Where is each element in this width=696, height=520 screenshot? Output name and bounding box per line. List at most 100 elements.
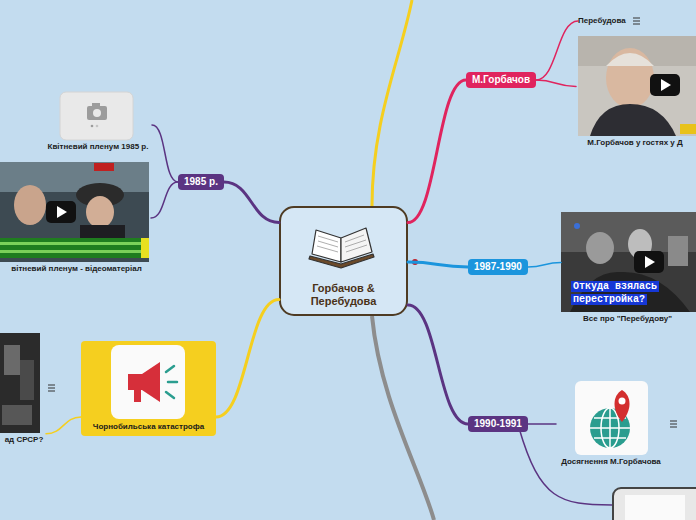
photo-thumbnail [0,333,40,433]
branch-line [372,0,412,206]
branch-label: М.Горбачов [472,74,530,86]
topic-box [128,362,160,402]
photo-thumbnail [20,360,34,400]
image-placeholder [96,125,99,128]
branch-connector [46,417,81,434]
book-icon [309,254,374,268]
node-caption: Все про "Перебудову" [561,314,694,324]
branch-connector [408,305,468,424]
topic-box [134,390,141,402]
cut-image-node [625,495,685,520]
video-thumbnail [0,238,149,258]
node-caption: вітневий пленум - відеоматеріал [2,264,151,274]
video-thumbnail [645,256,655,268]
video-thumbnail [680,124,696,134]
video-thumbnail [574,223,580,229]
branch-connector [151,182,178,218]
image-node: Квітневий пленум 1985 р. [44,92,152,152]
book-icon [309,228,374,268]
menu-icon [48,18,677,427]
book-icon [317,235,367,252]
menu-icon [633,18,640,24]
video-thumbnail [0,242,149,245]
video-thumbnail [94,163,114,171]
globe-icon [615,390,630,422]
subtopic-text: Перебудова [578,16,626,26]
video-thumbnail [661,79,671,91]
video-thumbnail [590,104,676,136]
branch-connector [536,21,578,80]
node-caption: ад СРСР? [2,435,46,445]
menu-icon [48,385,55,391]
video-thumbnail [14,185,46,225]
central-topic: Горбачов & Перебудова [279,206,408,316]
video-thumbnail [0,250,149,253]
image-node: Досягнення М.Горбачова [556,381,666,467]
branch-topic: М.Горбачов [466,72,536,88]
video-node: М.Горбачов у гостях у Д [576,36,694,148]
branch-topic: 1990-1991 [468,416,528,432]
branch-connector [224,182,279,223]
topic-box [81,341,216,436]
globe-icon [575,381,648,455]
branch-connector [408,262,468,267]
image-placeholder [91,125,94,128]
video-thumbnail [561,212,696,312]
video-thumbnail [86,196,114,228]
video-title-overlay: Откуда взялась перестройка? [571,280,689,306]
central-box [280,207,407,315]
globe-icon [619,398,626,405]
central-box [280,207,407,315]
video-thumbnail [606,53,654,66]
video-thumbnail [561,212,696,312]
topic-box: Чорнобильська катастрофа [81,341,216,436]
image-placeholder [93,109,101,117]
video-thumbnail [0,162,149,262]
video-thumbnail [586,232,614,264]
video-thumbnail [57,206,67,218]
video-node: Откуда взялась перестройка? Все про "Пере… [561,212,694,324]
branch-connector [528,262,561,267]
video-thumbnail [634,251,664,273]
image-placeholder [87,106,107,120]
topic-box [111,345,185,419]
image-placeholder [60,92,133,140]
video-thumbnail [606,48,654,108]
image-placeholder [60,92,133,140]
video-thumbnail [578,36,696,136]
node-caption: Квітневий пленум 1985 р. [44,142,152,152]
video-thumbnail [578,36,696,136]
photo-thumbnail [2,405,32,425]
node-caption: Чорнобильська катастрофа [81,422,216,432]
branch-connector [152,125,178,182]
image-placeholder [92,103,100,107]
video-title: Откуда взялась перестройка? [571,281,659,305]
cut-image-node [613,488,696,520]
video-thumbnail [0,162,149,262]
topic-box [81,341,216,436]
video-node: вітневий пленум - відеоматеріал [2,162,151,274]
branch-label: 1987-1990 [474,261,522,273]
video-thumbnail [141,238,149,258]
branch-topic: 1985 р. [178,174,224,190]
node-caption: Перебудова [578,16,626,26]
branch-line [372,316,434,520]
branch-label: 1985 р. [184,176,218,188]
cut-image-node [613,488,696,520]
branch-topic: 1987-1990 [468,259,528,275]
branch-connector [528,423,556,425]
node-caption: Досягнення М.Горбачова [556,457,666,467]
branch-connector [216,300,279,418]
topic-box [166,366,177,398]
branch-connector [408,80,466,223]
node-caption: М.Горбачов у гостях у Д [576,138,694,148]
node-caption: Горбачов & Перебудова [285,282,402,308]
video-thumbnail [570,272,690,312]
menu-icon [670,421,677,427]
branch-connector [536,80,576,86]
video-thumbnail [650,74,680,96]
image-node: ад СРСР? [2,333,46,445]
